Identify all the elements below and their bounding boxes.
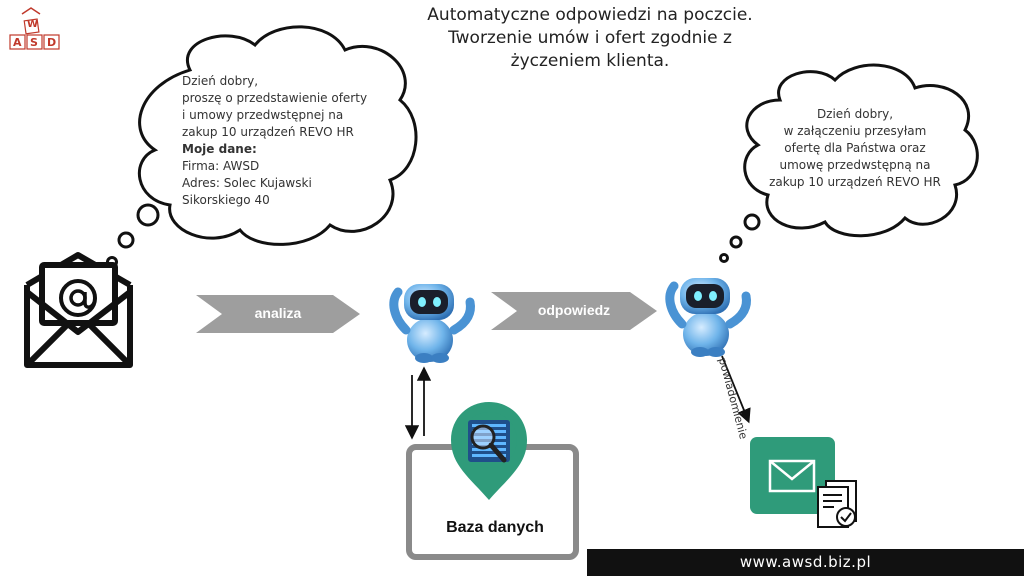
footer-url[interactable]: www.awsd.biz.pl [739, 553, 872, 571]
logo-letter-s: S [30, 36, 38, 49]
request-line: zakup 10 urządzeń REVO HR [182, 125, 354, 139]
envelope-at-icon [24, 252, 133, 368]
request-line: proszę o przedstawienie oferty [182, 91, 368, 105]
bot-response-text: Dzień dobry, w załączeniu przesyłam ofer… [750, 106, 960, 191]
title-line: Automatyczne odpowiedzi na poczcie. [427, 5, 753, 25]
response-line: umowę przedwstępną na [779, 158, 931, 172]
footer-bar: www.awsd.biz.pl [587, 549, 1024, 576]
logo-letter-d: D [47, 36, 57, 49]
request-data-heading: Moje dane: [182, 142, 257, 156]
document-check-icon [817, 480, 857, 528]
arrow-response-label: odpowiedz [537, 302, 611, 318]
response-line: ofertę dla Państwa oraz [784, 141, 926, 155]
request-data-line: Firma: AWSD [182, 159, 260, 173]
response-line: zakup 10 urządzeń REVO HR [769, 175, 941, 189]
arrow-analysis [196, 295, 360, 333]
title-line: Tworzenie umów i ofert zgodnie z [448, 28, 732, 48]
logo-icon [9, 7, 60, 50]
mail-icon [750, 437, 835, 514]
database-search-icon [451, 402, 527, 500]
title-line: życzeniem klienta. [510, 51, 670, 71]
response-line: w załączeniu przesyłam [783, 124, 927, 138]
request-line: i umowy przedwstępnej na [182, 108, 344, 122]
robot-icon [665, 278, 751, 357]
logo-letter-w: W [27, 19, 39, 30]
logo-letter-a: A [13, 36, 22, 49]
arrow-analysis-label: analiza [254, 305, 302, 321]
arrow-notification [721, 355, 751, 424]
request-data-line: Adres: Solec Kujawski [182, 176, 312, 190]
database-label: Baza danych [446, 519, 544, 536]
response-line: Dzień dobry, [816, 107, 894, 121]
page-title: Automatyczne odpowiedzi na poczcie. Twor… [360, 4, 820, 73]
robot-icon [389, 284, 475, 363]
request-line: Dzień dobry, [182, 74, 259, 88]
arrow-response [491, 292, 657, 330]
speech-cloud-right [719, 63, 979, 263]
request-data-line: Sikorskiego 40 [182, 193, 270, 207]
customer-request-text: Dzień dobry, proszę o przedstawienie ofe… [182, 73, 367, 209]
